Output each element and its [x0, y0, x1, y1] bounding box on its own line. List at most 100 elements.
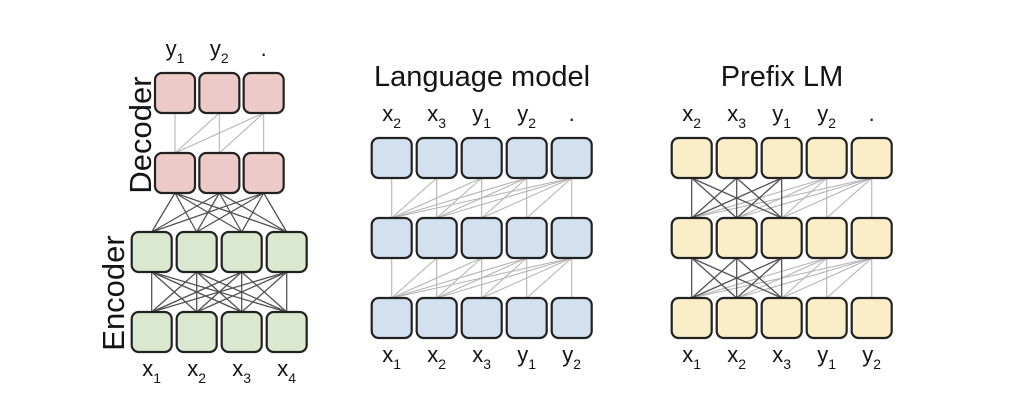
- attention-line-causal: [391, 177, 438, 219]
- token-label: .: [869, 101, 875, 126]
- transformer-block: [670, 296, 713, 340]
- token-label: y1: [166, 36, 185, 66]
- transformer-block: [760, 216, 803, 260]
- attention-line-full: [151, 192, 264, 233]
- attention-line-causal: [391, 177, 572, 219]
- attention-line-full: [736, 177, 783, 219]
- transformer-block: [460, 216, 503, 260]
- attention-line-causal: [391, 257, 527, 299]
- attention-line-causal: [526, 177, 573, 219]
- transformer-block: [550, 216, 593, 260]
- prefix-row-middle-blocks: [670, 216, 893, 260]
- transformer-block: [460, 296, 503, 340]
- attention-line-causal: [781, 177, 872, 219]
- transformer-block: [198, 71, 241, 115]
- attention-line-causal: [736, 177, 872, 219]
- token-label: x2: [187, 356, 206, 386]
- transformer-block: [505, 216, 548, 260]
- encoder-bottom-blocks: [130, 310, 308, 354]
- attention-line-full: [151, 271, 198, 313]
- encoder-side-label: Encoder: [96, 235, 131, 351]
- attention-line-causal: [218, 112, 265, 154]
- attention-line-causal: [481, 257, 572, 299]
- token-label: .: [569, 101, 575, 126]
- attention-line-causal: [391, 177, 482, 219]
- transformer-block: [550, 136, 593, 180]
- attention-line-causal: [391, 177, 527, 219]
- transformer-block: [505, 296, 548, 340]
- transformer-block: [415, 136, 458, 180]
- token-label: y2: [517, 101, 536, 131]
- transformer-block: [130, 230, 173, 274]
- transformer-block: [760, 296, 803, 340]
- language-model-causal-lines: [391, 177, 573, 299]
- token-label: x2: [427, 342, 446, 372]
- transformer-block: [153, 151, 197, 195]
- token-label: x3: [232, 356, 251, 386]
- token-label: .: [261, 36, 267, 61]
- transformer-block: [550, 296, 593, 340]
- attention-line-full: [736, 257, 783, 299]
- transformer-block: [715, 136, 758, 180]
- transformer-block: [715, 296, 758, 340]
- transformer-block: [175, 310, 218, 354]
- transformer-block: [505, 136, 548, 180]
- lm-row-middle-blocks: [370, 216, 593, 260]
- transformer-block: [415, 296, 458, 340]
- token-label: x3: [472, 342, 491, 372]
- token-label: x2: [382, 101, 401, 131]
- token-label: x1: [682, 342, 701, 372]
- attention-line-causal: [391, 257, 438, 299]
- prefix-row-top-blocks: [670, 136, 893, 180]
- token-label: y1: [817, 342, 836, 372]
- attention-line-full: [241, 271, 288, 313]
- encoder-decoder-causal-lines: [174, 112, 265, 154]
- transformer-block: [460, 136, 503, 180]
- transformer-block: [760, 136, 803, 180]
- token-label: y1: [472, 101, 491, 131]
- attention-line-full: [151, 192, 220, 233]
- prefix-row-bottom-blocks: [670, 296, 893, 340]
- transformer-block: [242, 71, 285, 115]
- attention-line-causal: [826, 257, 873, 299]
- attention-line-full: [691, 257, 782, 299]
- transformer-block: [805, 296, 848, 340]
- lm-row-top-blocks: [370, 136, 593, 180]
- attention-line-causal: [736, 257, 872, 299]
- token-label: y2: [862, 342, 881, 372]
- token-label: x3: [427, 101, 446, 131]
- transformer-block: [265, 230, 308, 274]
- transformer-block: [130, 310, 173, 354]
- decoder-bottom-blocks: [153, 151, 285, 195]
- attention-line-causal: [826, 177, 873, 219]
- attention-line-full: [241, 192, 265, 233]
- transformer-block: [175, 230, 218, 274]
- transformer-block: [850, 296, 893, 340]
- attention-line-causal: [391, 257, 482, 299]
- token-label: y2: [817, 101, 836, 131]
- transformer-block: [370, 216, 413, 260]
- attention-line-causal: [436, 177, 572, 219]
- token-label: x2: [727, 342, 746, 372]
- token-label: y2: [210, 36, 229, 66]
- attention-line-full: [151, 271, 242, 313]
- transformer-block: [242, 151, 285, 195]
- lm-row-bottom-blocks: [370, 296, 593, 340]
- token-label: x2: [682, 101, 701, 131]
- transformer-block: [220, 230, 263, 274]
- token-label: x3: [772, 342, 791, 372]
- attention-line-causal: [436, 257, 572, 299]
- attention-line-full: [196, 192, 264, 233]
- token-label: x1: [382, 342, 401, 372]
- transformer-block: [850, 216, 893, 260]
- transformer-block: [670, 216, 713, 260]
- transformer-block: [370, 136, 413, 180]
- transformer-block: [850, 136, 893, 180]
- attention-line-full: [151, 271, 287, 313]
- transformer-block: [198, 151, 241, 195]
- transformer-block: [805, 136, 848, 180]
- attention-line-full: [691, 177, 782, 219]
